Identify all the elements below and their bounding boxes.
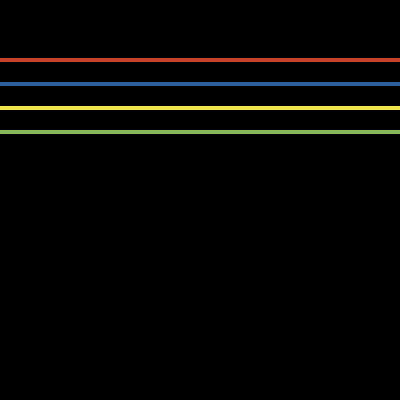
yellow-stripe [0, 106, 400, 110]
red-stripe [0, 58, 400, 62]
green-stripe [0, 130, 400, 134]
blue-stripe [0, 82, 400, 86]
